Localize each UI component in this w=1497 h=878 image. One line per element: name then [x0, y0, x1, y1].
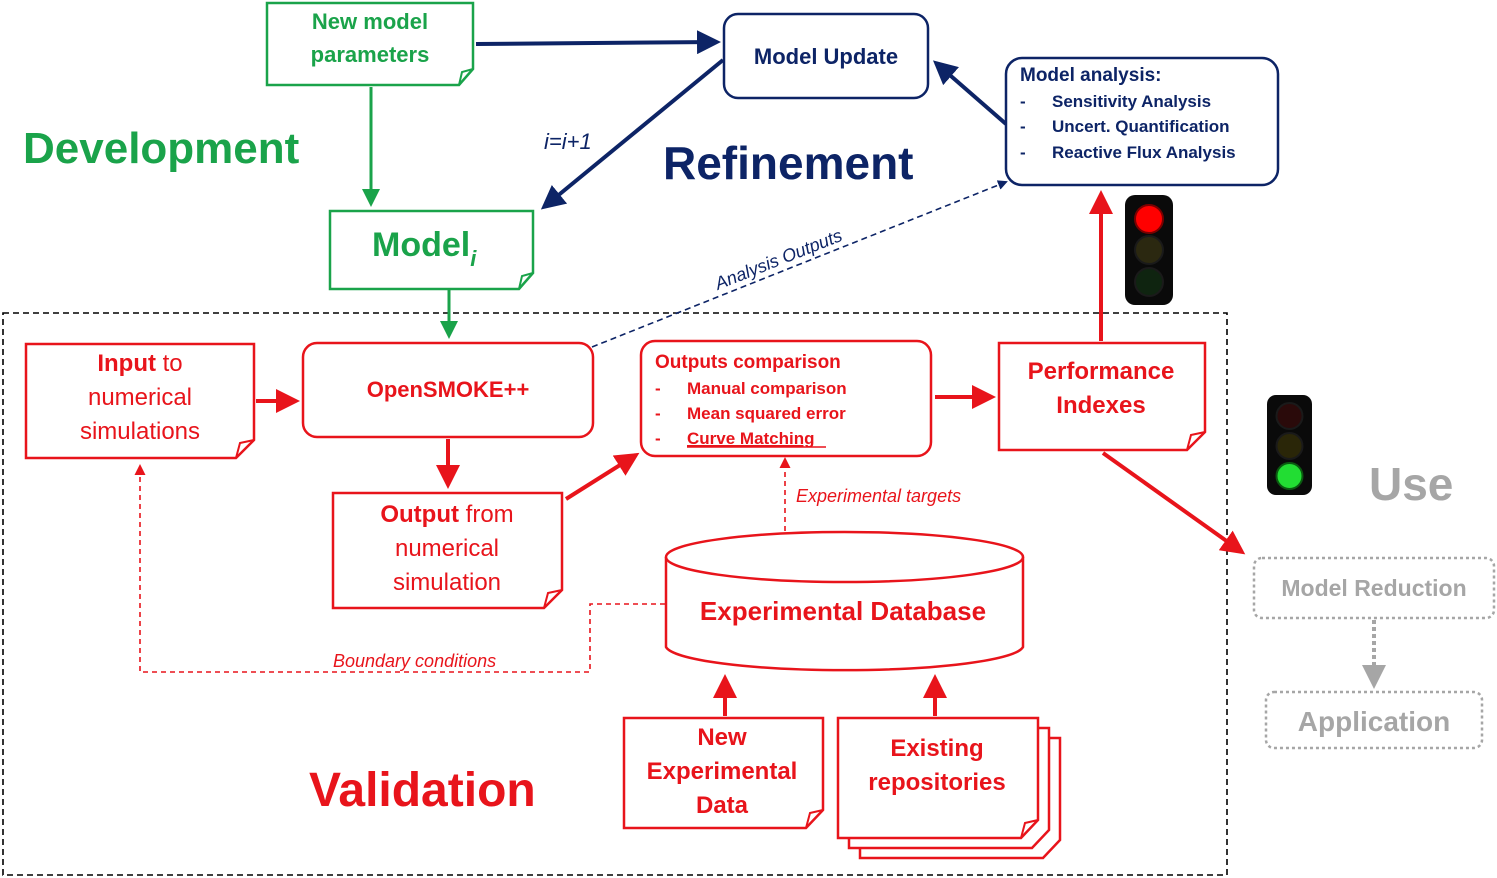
analysis-item-uncertainty: Uncert. Quantification — [1052, 117, 1230, 136]
analysis-item-sensitivity: Sensitivity Analysis — [1052, 92, 1211, 111]
model-update-node: Model Update — [722, 12, 930, 100]
green-lamp-icon — [1275, 462, 1304, 490]
new-exp-line-1: New — [697, 724, 747, 751]
opensmoke-node: OpenSMOKE++ — [301, 341, 595, 439]
exp-db-label: Experimental Database — [700, 596, 986, 626]
section-development: Development — [23, 124, 300, 173]
arrow-analysis-to-update — [932, 60, 1008, 126]
new-exp-line-3: Data — [696, 792, 749, 819]
output-node: Output from numerical simulation — [331, 491, 564, 610]
comparison-item-manual: Manual comparison — [687, 379, 847, 398]
boundary-conditions-label: Boundary conditions — [333, 651, 496, 671]
red-lamp-icon — [1275, 402, 1304, 430]
model-reduction-label: Model Reduction — [1281, 575, 1466, 601]
experimental-database-node: Experimental Database — [664, 530, 1025, 672]
output-line-3: simulation — [393, 569, 501, 596]
green-lamp-icon — [1134, 267, 1164, 297]
new-exp-data-node: New Experimental Data — [622, 716, 825, 830]
new-params-line-1: New model — [312, 9, 428, 34]
bullet: - — [655, 429, 661, 448]
model-i-label: Modeli — [372, 226, 477, 271]
performance-line-2: Indexes — [1056, 392, 1145, 419]
model-reduction-node: Model Reduction — [1252, 556, 1496, 620]
experimental-targets-label: Experimental targets — [796, 486, 961, 506]
traffic-light-green — [1267, 395, 1312, 495]
analysis-item-flux: Reactive Flux Analysis — [1052, 143, 1236, 162]
input-line-2: numerical — [88, 384, 192, 411]
arrow-analysis-outputs — [591, 180, 1008, 348]
outputs-comparison-node: Outputs comparison - Manual comparison -… — [639, 339, 933, 458]
new-params-line-2: parameters — [311, 42, 430, 67]
model-analysis-node: Model analysis: - Sensitivity Analysis -… — [1004, 56, 1280, 187]
amber-lamp-icon — [1134, 235, 1164, 265]
repos-line-1: Existing — [890, 735, 983, 762]
repos-line-2: repositories — [868, 769, 1005, 796]
application-label: Application — [1298, 706, 1450, 737]
arrow-performance-to-reduction — [1101, 451, 1246, 555]
model-analysis-title: Model analysis: — [1020, 65, 1162, 86]
existing-repos-node: Existing repositories — [836, 716, 1062, 860]
comparison-item-curve-matching: Curve Matching — [687, 429, 815, 448]
output-line-1: Output from — [380, 501, 513, 528]
model-update-label: Model Update — [754, 44, 898, 69]
comparison-item-mse: Mean squared error — [687, 404, 846, 423]
arrow-update-to-model — [540, 58, 725, 210]
application-node: Application — [1264, 690, 1484, 750]
traffic-light-red — [1125, 195, 1173, 305]
arrow-boundary-conditions — [134, 464, 665, 673]
input-line-3: simulations — [80, 418, 200, 445]
new-exp-line-2: Experimental — [647, 758, 798, 785]
bullet: - — [1020, 117, 1026, 136]
iteration-label: i=i+1 — [544, 129, 592, 154]
comparison-title: Outputs comparison — [655, 352, 841, 373]
bullet: - — [1020, 92, 1026, 111]
amber-lamp-icon — [1275, 432, 1304, 460]
bullet: - — [655, 404, 661, 423]
arrow-params-to-update — [475, 30, 721, 55]
section-validation: Validation — [309, 764, 536, 817]
validation-region — [2, 312, 1228, 876]
input-node: Input to numerical simulations — [24, 342, 256, 460]
analysis-outputs-label: Analysis Outputs — [711, 225, 845, 294]
input-line-1: Input to — [97, 350, 182, 377]
performance-node: Performance Indexes — [997, 341, 1207, 452]
new-params-node: New model parameters — [265, 1, 475, 87]
bullet: - — [655, 379, 661, 398]
red-lamp-icon — [1134, 204, 1164, 234]
section-use: Use — [1369, 458, 1453, 510]
bullet: - — [1020, 143, 1026, 162]
arrow-output-to-comparison — [564, 452, 640, 501]
output-line-2: numerical — [395, 535, 499, 562]
section-refinement: Refinement — [663, 137, 913, 189]
model-i-node: Modeli — [328, 209, 535, 291]
performance-line-1: Performance — [1028, 358, 1175, 385]
opensmoke-label: OpenSMOKE++ — [367, 377, 530, 402]
